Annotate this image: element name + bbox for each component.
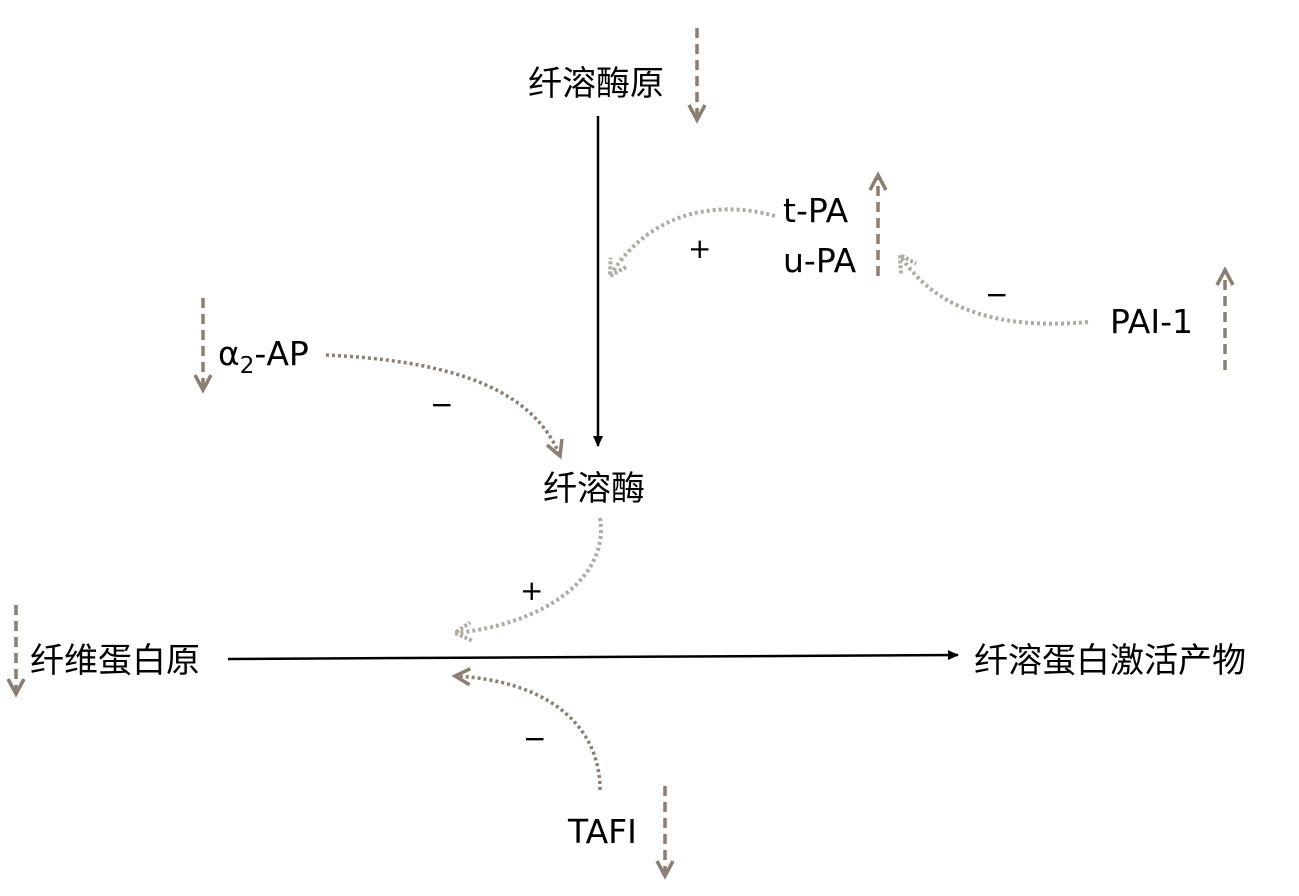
- fibrinogen-to-product-arrow: [227, 650, 959, 661]
- pai1-inhibition-arrow: [900, 255, 1089, 326]
- plasminogen-label: 纤溶酶原: [528, 64, 664, 104]
- alpha2ap-suffix: -AP: [254, 334, 308, 373]
- tafi-label: TAFI: [567, 812, 637, 851]
- pai1-effect-sign: −: [985, 278, 1008, 311]
- tpa-effect-sign: +: [688, 232, 711, 265]
- tafi-effect-sign: −: [523, 722, 546, 755]
- tpa-activation-arrow: [610, 207, 776, 276]
- upa-label: u-PA: [783, 241, 857, 280]
- alpha2ap-greek: α: [218, 334, 240, 373]
- alpha2ap-subscript: 2: [240, 353, 255, 379]
- alpha2ap-effect-sign: −: [430, 388, 453, 421]
- pai1-label: PAI-1: [1110, 302, 1193, 341]
- tpa-label: t-PA: [783, 191, 849, 230]
- fibrinogen-label: 纤维蛋白原: [30, 641, 200, 681]
- plasmin-label: 纤溶酶: [543, 469, 645, 509]
- plasmin-effect-sign: +: [520, 574, 543, 607]
- alpha2ap-label: α2-AP: [218, 334, 309, 379]
- tafi-inhibition-arrow: [451, 667, 602, 791]
- fibrinolysis-product-label: 纤溶蛋白激活产物: [974, 641, 1246, 681]
- plasmin-activation-arrow: [455, 517, 603, 633]
